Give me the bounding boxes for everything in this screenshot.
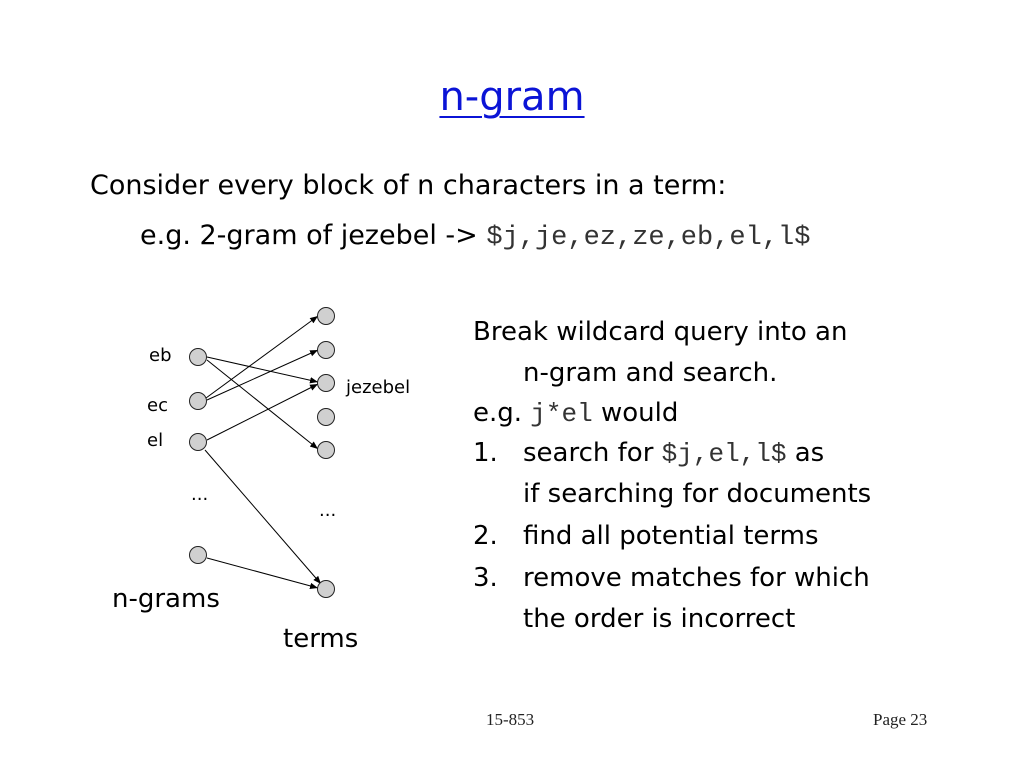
list-item-3-text: remove matches for which (523, 563, 870, 593)
edge-eb-jezebel (206, 356, 319, 384)
example-prefix: e.g. 2-gram of jezebel -> (140, 220, 487, 251)
term-node (317, 408, 335, 426)
ngram-label-ec: ec (147, 395, 168, 416)
term-ellipsis: ... (319, 500, 337, 521)
ngram-node-eb (189, 348, 207, 366)
list-item-1-grams: $j,el,l$ (661, 439, 787, 469)
example-line: e.g. 2-gram of jezebel -> $j,je,ez,ze,eb… (140, 220, 810, 253)
ngrams-caption: n-grams (112, 584, 220, 614)
ngram-ellipsis: ... (191, 484, 209, 505)
edge-ec-term2 (206, 349, 319, 401)
ngram-node-el (189, 433, 207, 451)
list-item-3-continuation: the order is incorrect (523, 604, 796, 634)
list-item-1-text-b: as (786, 438, 825, 468)
footer-page-number: Page 23 (873, 710, 928, 729)
footer-course: 15-853 (486, 710, 535, 729)
right-example-suffix: would (592, 398, 679, 428)
right-line-2: n-gram and search. (523, 358, 778, 388)
ngram-label-eb: eb (149, 345, 172, 366)
term-node-jezebel (317, 374, 335, 392)
edge-ec-term1 (205, 315, 319, 399)
list-item-2-text: find all potential terms (523, 521, 819, 551)
list-number-3: 3. (473, 563, 498, 593)
list-item-2: 2. find all potential terms (473, 521, 818, 551)
list-item-1-continuation: if searching for documents (523, 479, 872, 509)
term-node (317, 307, 335, 325)
right-line-1: Break wildcard query into an (473, 317, 848, 347)
term-node (317, 341, 335, 359)
example-grams: $j,je,ez,ze,eb,el,l$ (486, 223, 811, 253)
diagram-edges (204, 315, 322, 590)
list-number-1: 1. (473, 438, 498, 468)
ngram-label-el: el (147, 430, 164, 451)
edge-eb-term5 (206, 359, 319, 450)
edge-last-lastterm (206, 557, 319, 590)
edge-el-jezebel (206, 383, 319, 441)
right-example-query: j*el (530, 399, 593, 429)
term-label-jezebel: jezebel (346, 377, 411, 398)
right-example-prefix: e.g. (473, 398, 531, 428)
terms-caption: terms (283, 624, 359, 654)
intro-text: Consider every block of n characters in … (90, 170, 727, 201)
ngram-node-other (189, 546, 207, 564)
ngram-node-ec (189, 392, 207, 410)
right-example: e.g. j*el would (473, 398, 678, 429)
list-number-2: 2. (473, 521, 498, 551)
list-item-1-text-a: search for (523, 438, 662, 468)
term-node (317, 580, 335, 598)
edge-el-lastterm (204, 449, 322, 585)
term-node (317, 441, 335, 459)
list-item-1: 1. search for $j,el,l$ as (473, 438, 824, 469)
slide-title: n-gram (439, 74, 585, 120)
list-item-3: 3. remove matches for which (473, 563, 870, 593)
